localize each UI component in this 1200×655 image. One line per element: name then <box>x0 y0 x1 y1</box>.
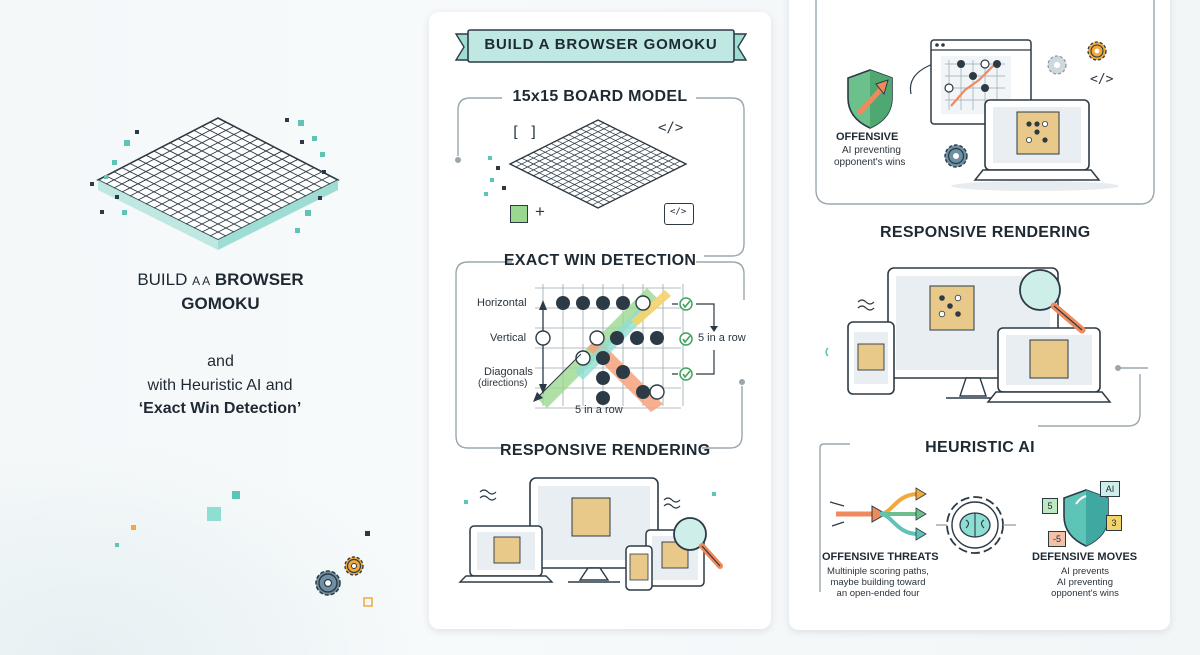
win-check-indicators <box>672 297 718 381</box>
label-five-right: 5 in a row <box>698 332 746 344</box>
defensive-sub-1: AI prevents <box>1060 566 1110 577</box>
win-detection-heading: EXACT WIN DETECTION <box>503 252 697 269</box>
heuristic-heading: HEURISTIC AI <box>925 439 1035 456</box>
shield-icon <box>847 69 893 129</box>
defensive-sub-2: AI preventing <box>1057 577 1113 588</box>
right-render-heading: RESPONSIVE RENDERING <box>880 224 1091 241</box>
hero-title-prefix: BUILD <box>137 270 188 289</box>
board-model-heading: 15x15 BOARD MODEL <box>512 88 688 105</box>
left-hero: BUILD A A BROWSER GOMOKU and with Heuris… <box>0 0 420 655</box>
brackets-icon: [ ] <box>511 123 539 141</box>
center-devices-illustration <box>458 477 723 591</box>
hero-title-line-2: GOMOKU <box>181 294 260 313</box>
badge-5: 5 <box>1042 498 1058 514</box>
threats-sub-3: an open-ended four <box>836 588 920 599</box>
threats-title: OFFENSIVE THREATS <box>822 551 939 563</box>
win-section-frame <box>455 261 745 449</box>
threats-sub-1: Multiniple scoring paths, <box>827 566 929 577</box>
threats-sub-2: maybe building toward <box>830 577 926 588</box>
offensive-sub-2: opponent's wins <box>834 157 906 168</box>
hero-title-mid: A A <box>192 274 211 288</box>
grid-plus-icon <box>510 205 528 223</box>
badge-neg5: -5 <box>1048 531 1066 547</box>
heuristic-section-frame <box>819 374 1141 592</box>
win-detection-diagram <box>533 284 684 412</box>
offensive-threats-arrows <box>829 487 927 541</box>
gear-icon <box>1087 41 1107 61</box>
offensive-devices-illustration <box>909 39 1119 191</box>
hero-line-and: and <box>207 353 234 370</box>
label-diagonals: Diagonals <box>484 366 533 378</box>
gear-icon <box>1047 55 1067 75</box>
center-render-heading: RESPONSIVE RENDERING <box>500 442 711 459</box>
board-pixels <box>484 156 506 196</box>
gear-icon <box>344 556 364 576</box>
label-five-bottom: 5 in a row <box>575 404 623 416</box>
hero-line-exact: ‘Exact Win Detection’ <box>138 400 302 417</box>
right-code-icon: </> <box>1090 72 1114 87</box>
board-section-frame <box>455 97 745 257</box>
gear-icon <box>944 144 968 168</box>
title-banner-text: BUILD A BROWSER GOMOKU <box>484 36 718 53</box>
hero-decor-bottom <box>115 491 373 607</box>
offensive-title: OFFENSIVE <box>836 131 899 143</box>
title-banner <box>454 29 748 63</box>
hero-title-strong-1: BROWSER <box>214 270 304 289</box>
hero-title-line-1: BUILD A A BROWSER <box>118 270 323 290</box>
background-wave <box>0 440 430 655</box>
gear-icon <box>315 570 341 596</box>
defensive-shield-icon <box>1063 489 1109 547</box>
plus-icon: + <box>535 202 545 221</box>
code-icon: </> <box>658 120 684 136</box>
label-directions: (directions) <box>478 378 528 389</box>
code-box-text: </> <box>670 207 687 217</box>
defensive-title: DEFENSIVE MOVES <box>1032 551 1138 563</box>
brain-gear-icon <box>936 496 1016 554</box>
board-model-grid <box>508 119 688 209</box>
right-devices-illustration <box>825 267 1148 403</box>
offensive-sub-1: AI preventing <box>842 145 901 156</box>
badge-ai: AI <box>1100 481 1120 497</box>
offensive-section-frame <box>815 0 1155 205</box>
label-horizontal: Horizontal <box>477 297 527 309</box>
hero-grid-illustration <box>90 117 340 250</box>
badge-3: 3 <box>1106 515 1122 531</box>
code-box-icon: </> <box>664 203 694 225</box>
label-vertical: Vertical <box>490 332 527 344</box>
defensive-sub-3: opponent's wins <box>1051 588 1119 599</box>
hero-line-with: with Heuristic AI and <box>147 377 293 394</box>
